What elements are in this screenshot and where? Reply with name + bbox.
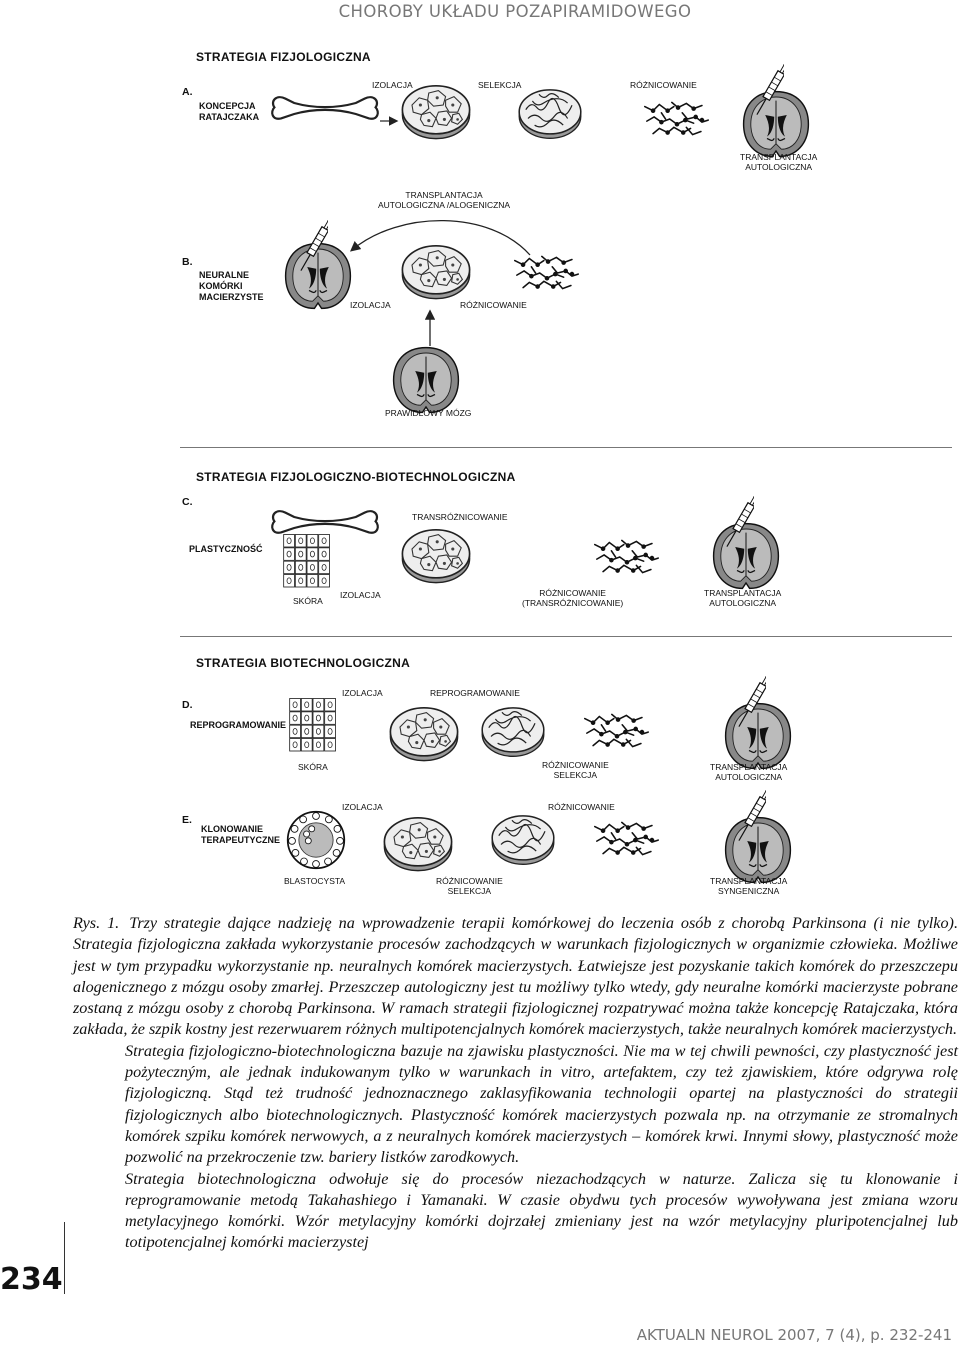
label-b-transplant-top: TRANSPLANTACJA AUTOLOGICZNA /ALOGENICZNA (378, 190, 511, 210)
panel-b-letter: B. (182, 256, 193, 268)
label-c-skin: SKÓRA (293, 596, 323, 606)
isolation-dish-d (389, 706, 459, 762)
strategy-title-physiological: STRATEGIA FIZJOLOGICZNA (196, 50, 371, 64)
label-d-isolation: IZOLACJA (342, 688, 383, 698)
differentiated-neurons (643, 101, 709, 136)
figure-reference: Rys. 1. (73, 914, 120, 932)
page-number: 234 (0, 1262, 63, 1297)
label-e-transplant: TRANSPLANTACJA SYNGENICZNA (710, 876, 788, 896)
skin-cells-c (283, 534, 330, 588)
skin-cells-d (289, 698, 336, 752)
running-head: CHOROBY UKŁADU POZAPIRAMIDOWEGO (338, 2, 692, 21)
arrow-b-curved (350, 219, 531, 256)
label-d-reprogramming: REPROGRAMOWANIE (430, 688, 520, 698)
caption-paragraph-3: Strategia biotechnologiczna odwołuje się… (125, 1169, 958, 1252)
panel-a-name: KONCEPCJA RATAJCZAKA (199, 101, 260, 122)
caption-text-1: Trzy strategie dające nadzieję na wprowa… (73, 914, 958, 1039)
label-b-normal-brain: PRAWIDŁOWY MÓZG (385, 408, 472, 418)
caption-paragraph-2: Strategia fizjologiczno-biotechnologiczn… (125, 1041, 958, 1167)
label-c-isolation: IZOLACJA (340, 590, 381, 600)
panel-e-name: KLONOWANIE TERAPEUTYCZNE (201, 824, 281, 845)
label-c-transplant: TRANSPLANTACJA AUTOLOGICZNA (704, 588, 782, 608)
label-d-transplant: TRANSPLANTACJA AUTOLOGICZNA (710, 762, 788, 782)
blastocyst-illustration (286, 810, 346, 870)
figure-caption: Rys. 1.Trzy strategie dające nadzieję na… (73, 913, 958, 1254)
differentiated-neurons-c (593, 539, 659, 574)
label-a-isolation: IZOLACJA (372, 80, 413, 90)
differentiated-neurons-b (513, 255, 579, 290)
panel-d-name: REPROGRAMOWANIE (190, 720, 287, 730)
isolation-dish-b (401, 244, 471, 300)
page-number-rule (64, 1222, 65, 1294)
syringe-icon-b (300, 220, 328, 275)
separator-1 (180, 447, 952, 448)
label-c-differentiation: RÓŻNICOWANIE (TRANSRÓŻNICOWANIE) (522, 588, 624, 608)
brain-section-normal (392, 346, 460, 414)
label-e-blastocyst: BLASTOCYSTA (284, 876, 346, 886)
label-a-differentiation: RÓŻNICOWANIE (630, 80, 697, 90)
arrow-a-1 (380, 116, 399, 126)
isolation-dish-e (383, 816, 453, 872)
label-b-isolation: IZOLACJA (350, 300, 391, 310)
label-a-transplant: TRANSPLANTACJA AUTOLOGICZNA (740, 152, 818, 172)
panel-b-name: NEURALNE KOMÓRKI MACIERZYSTE (199, 270, 264, 302)
syringe-icon-e (738, 790, 766, 845)
label-e-isolation: IZOLACJA (342, 802, 383, 812)
label-d-skin: SKÓRA (298, 762, 328, 772)
arrow-b-up (424, 309, 436, 346)
panel-d-letter: D. (182, 699, 193, 711)
caption-paragraph-1: Rys. 1.Trzy strategie dające nadzieję na… (73, 913, 958, 1041)
journal-reference: AKTUALN NEUROL 2007, 7 (4), p. 232-241 (636, 1326, 952, 1344)
syringe-icon-d (738, 676, 766, 731)
bone-illustration (271, 96, 379, 120)
panel-c-name: PLASTYCZNOŚĆ (189, 544, 263, 554)
syringe-icon (756, 64, 784, 119)
label-d-differentiation: RÓŻNICOWANIE SELEKCJA (542, 760, 609, 780)
differentiated-neurons-e (593, 821, 659, 856)
label-c-transdifferentiation: TRANSRÓŻNICOWANIE (412, 512, 508, 522)
label-e-differentiation-top: RÓŻNICOWANIE (548, 802, 615, 812)
reprogramming-dish (481, 707, 545, 758)
label-b-differentiation: RÓŻNICOWANIE (460, 300, 527, 310)
panel-e-letter: E. (182, 814, 192, 826)
strategy-title-biotech: STRATEGIA BIOTECHNOLOGICZNA (196, 656, 411, 670)
separator-2 (180, 636, 952, 637)
strategy-title-physio-biotech: STRATEGIA FIZJOLOGICZNO-BIOTECHNOLOGICZN… (196, 470, 516, 484)
syringe-icon-c (726, 496, 754, 551)
label-e-differentiation: RÓŻNICOWANIE SELEKCJA (436, 876, 503, 896)
isolation-dish-c (401, 528, 471, 584)
panel-a-letter: A. (182, 86, 193, 98)
panel-c-letter: C. (182, 496, 193, 508)
differentiation-dish-e (491, 815, 555, 866)
selection-dish (518, 89, 582, 140)
differentiated-neurons-d (583, 713, 649, 748)
label-a-selection: SELEKCJA (478, 80, 522, 90)
